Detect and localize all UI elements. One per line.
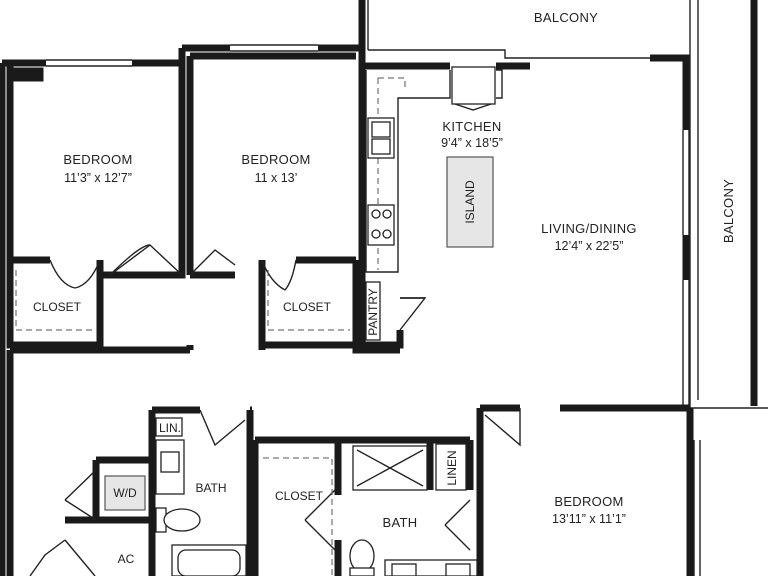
bedroom-3-dimensions: 13’11” x 11’1” xyxy=(552,512,626,526)
ac-label: AC xyxy=(118,552,135,566)
linen-1-label: LIN. xyxy=(159,421,181,435)
pantry-label: PANTRY xyxy=(366,288,380,336)
balcony-top-label: BALCONY xyxy=(534,10,598,25)
bath-fixtures xyxy=(104,417,478,576)
kitchen-label: KITCHEN xyxy=(442,119,501,134)
bedroom-1-label: BEDROOM xyxy=(63,152,132,167)
closet-3-label: CLOSET xyxy=(275,489,324,503)
washer-dryer-label: W/D xyxy=(113,486,137,500)
living-dining-dimensions: 12’4” x 22’5” xyxy=(555,239,624,253)
island-counter xyxy=(446,156,494,248)
bedroom-2-label: BEDROOM xyxy=(241,152,310,167)
doors xyxy=(29,244,521,576)
closet-2-label: CLOSET xyxy=(283,300,332,314)
bath-1-label: BATH xyxy=(195,481,226,495)
linen-2-label: LINEN xyxy=(445,450,459,485)
washer-dryer-unit xyxy=(104,475,146,511)
kitchen-fixtures xyxy=(365,66,503,341)
bath-2-label: BATH xyxy=(383,515,418,530)
living-dining-label: LIVING/DINING xyxy=(541,221,637,236)
bedroom-2-dimensions: 11 x 13’ xyxy=(255,171,298,185)
bedroom-1-dimensions: 11’3” x 12’7” xyxy=(64,171,132,185)
kitchen-dimensions: 9’4” x 18’5” xyxy=(441,136,503,150)
island-label: ISLAND xyxy=(463,180,477,224)
balcony-right-label: BALCONY xyxy=(721,179,736,243)
labels: BALCONY BALCONY BEDROOM 11’3” x 12’7” BE… xyxy=(33,10,736,566)
closet-1-label: CLOSET xyxy=(33,300,82,314)
bedroom-3-label: BEDROOM xyxy=(554,494,623,509)
